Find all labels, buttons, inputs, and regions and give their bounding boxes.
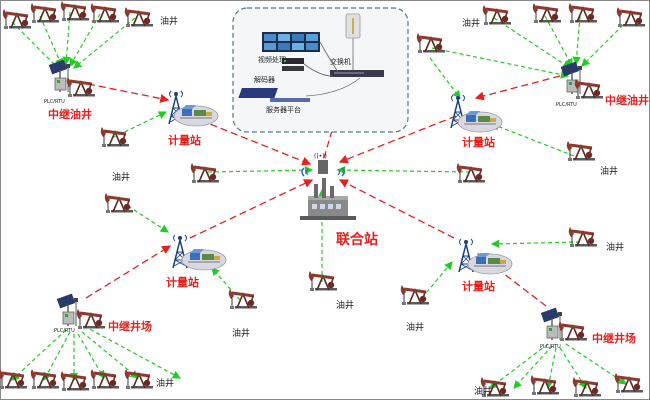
equipment-pad-icon bbox=[457, 110, 503, 133]
joint-station-antenna-icon: ((•)) bbox=[301, 153, 345, 177]
oil-pumpjack-icon bbox=[531, 1, 563, 25]
svg-text:((•)): ((•)) bbox=[314, 153, 327, 160]
relay-field-se-label: 中继井场 bbox=[592, 331, 636, 345]
video-wall-icon bbox=[262, 32, 320, 52]
oil-pumpjack-icon bbox=[123, 367, 155, 391]
metering-station-se-label: 计量站 bbox=[462, 279, 495, 293]
plc-cabinet-icon bbox=[48, 58, 71, 93]
metering-station-ne-label: 计量站 bbox=[462, 135, 495, 149]
oil-pumpjack-icon bbox=[567, 225, 599, 249]
relay-field-se: PLC/RTU 中继井场 bbox=[540, 306, 636, 350]
metering-station-nw-label: 计量站 bbox=[168, 133, 201, 147]
metering-station-se: 计量站 bbox=[458, 238, 513, 293]
oil-pumpjack-icon bbox=[59, 0, 91, 23]
oil-pumpjack-icon bbox=[89, 1, 121, 25]
video-wall-label: 视频处理 bbox=[258, 55, 286, 64]
plc-label: PLC/RTU bbox=[44, 99, 65, 105]
oil-pumpjack-icon bbox=[613, 371, 645, 395]
relay-field-sw-label: 中继井场 bbox=[108, 319, 152, 333]
control-room-panel: 视频处理 解码器 服务器平台 交换机 bbox=[232, 7, 409, 133]
relay-field-sw: PLC/RTU 中继井场 bbox=[54, 292, 152, 334]
plc-cabinet-icon bbox=[56, 292, 79, 327]
oil-pumpjack-icon bbox=[227, 287, 259, 311]
joint-station-label: 联合站 bbox=[336, 231, 378, 248]
oil-pumpjack-icon bbox=[557, 319, 589, 343]
oil-pumpjack-icon bbox=[399, 283, 431, 307]
switch-label: 交换机 bbox=[330, 57, 351, 66]
oil-pumpjack-icon bbox=[415, 31, 447, 55]
oil-pumpjack-icon bbox=[189, 161, 221, 185]
oil-pumpjack-icon bbox=[59, 369, 91, 393]
oil-pumpjack-icon bbox=[89, 367, 121, 391]
plc-label: PLC/RTU bbox=[540, 344, 561, 350]
joint-station-building-icon bbox=[300, 178, 356, 220]
oil-well-label: 油井 bbox=[606, 241, 624, 253]
oil-pumpjack-icon bbox=[65, 75, 97, 99]
oil-pumpjack-icon bbox=[529, 373, 561, 397]
server-label: 服务器平台 bbox=[266, 105, 301, 114]
oil-well-label: 油井 bbox=[474, 385, 492, 397]
plc-label: PLC/RTU bbox=[54, 328, 75, 334]
oil-pumpjack-icon bbox=[29, 367, 61, 391]
oil-well-label: 油井 bbox=[600, 165, 618, 177]
decoder-icon bbox=[282, 58, 304, 71]
oil-pumpjack-icon bbox=[565, 139, 597, 163]
server-icon bbox=[238, 88, 310, 102]
relay-well-ne: PLC/RTU 中继油井 bbox=[556, 60, 649, 108]
oil-well-label: 油井 bbox=[112, 171, 130, 183]
oil-well-label: 油井 bbox=[462, 17, 480, 29]
oil-pumpjack-icon bbox=[29, 1, 61, 25]
oil-well-label: 油井 bbox=[232, 327, 250, 339]
decoder-label: 解码器 bbox=[254, 75, 275, 84]
oil-well-label: 油井 bbox=[336, 299, 354, 311]
equipment-pad-icon bbox=[467, 252, 513, 275]
access-point-icon bbox=[345, 13, 361, 56]
metering-station-sw: 计量站 bbox=[166, 234, 227, 289]
oil-pumpjack-icon bbox=[571, 375, 603, 399]
plc-cabinet-icon bbox=[540, 306, 563, 341]
oil-pumpjack-icon bbox=[567, 1, 599, 25]
oil-pumpjack-icon bbox=[455, 161, 487, 185]
oil-pumpjack-icon bbox=[615, 5, 647, 29]
oil-pumpjack-icon bbox=[307, 269, 339, 293]
switch-icon bbox=[330, 70, 384, 77]
oil-pumpjack-icon bbox=[481, 3, 513, 27]
metering-station-nw: 计量站 bbox=[168, 90, 219, 147]
oil-pumpjack-icon bbox=[123, 5, 155, 29]
oil-well-label: 油井 bbox=[406, 321, 424, 333]
oil-well-label: 油井 bbox=[156, 377, 174, 389]
oil-pumpjack-icon bbox=[75, 307, 107, 331]
metering-station-ne: 计量站 bbox=[450, 94, 503, 149]
relay-well-nw: PLC/RTU 中继油井 bbox=[44, 58, 97, 121]
plc-cabinet-icon bbox=[560, 60, 583, 95]
oil-pumpjack-icon bbox=[573, 77, 605, 101]
metering-station-sw-label: 计量站 bbox=[166, 275, 199, 289]
relay-well-ne-label: 中继油井 bbox=[605, 93, 649, 107]
oil-well-labels: 油井 油井 油井 油井 油井 油井 油井 油井 油井 油井 bbox=[112, 15, 624, 397]
equipment-pad-icon bbox=[181, 248, 227, 271]
plc-label: PLC/RTU bbox=[556, 102, 577, 108]
relay-well-nw-label: 中继油井 bbox=[48, 107, 92, 121]
oil-well-label: 油井 bbox=[160, 15, 178, 27]
oil-pumpjack-icon bbox=[103, 191, 135, 215]
equipment-pad-icon bbox=[173, 104, 219, 127]
oil-pumpjack-icon bbox=[1, 7, 33, 31]
